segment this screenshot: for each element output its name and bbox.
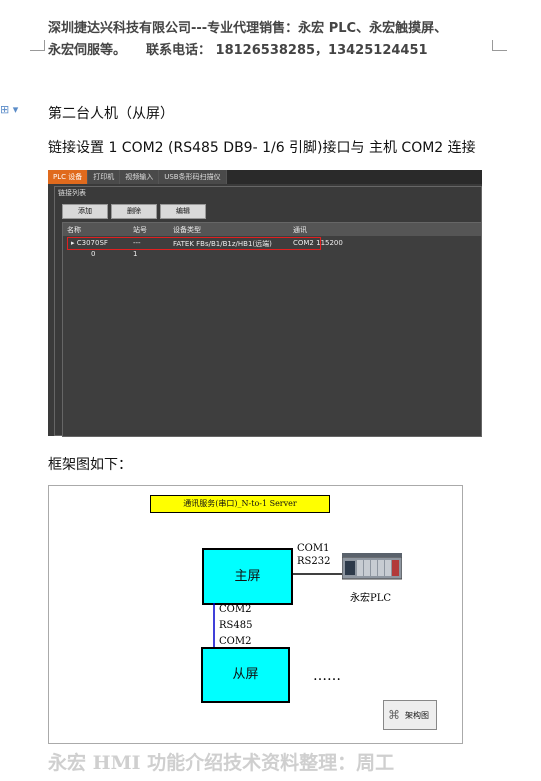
row-device-type: FATEK FBs/B1/B1z/HB1(远端) — [173, 240, 272, 248]
tab-usb-barcode-scanner[interactable]: USB条形码扫描仪 — [159, 170, 227, 184]
row-device-name: C3070SF — [76, 239, 108, 247]
plc-device-icon — [342, 553, 402, 580]
row-communication: COM2 115200 — [293, 239, 343, 247]
architecture-button-label: 架构图 — [405, 711, 429, 720]
header-line2: 永宏伺服等。 联系电话： 18126538285，13425124451 — [48, 40, 503, 62]
com2-top-label: COM2 — [219, 604, 252, 615]
main-screen-box: 主屏 — [202, 548, 293, 605]
header-contact: 联系电话： 18126538285，13425124451 — [146, 43, 428, 58]
subrow-name[interactable]: 0 — [91, 250, 96, 258]
document-header: 深圳捷达兴科技有限公司---专业代理销售：永宏 PLC、永宏触摸屏、 永宏伺服等… — [48, 18, 503, 62]
delete-button[interactable]: 删除 — [111, 204, 157, 219]
plc-settings-screenshot: PLC 设备 打印机 视频输入 USB条形码扫描仪 链接列表 添加 删除 编辑 … — [48, 170, 482, 437]
link-list-title: 链接列表 — [58, 189, 86, 197]
edit-button[interactable]: 编辑 — [160, 204, 206, 219]
more-devices-ellipsis: …… — [313, 668, 341, 684]
header-company-products: 永宏伺服等。 — [48, 43, 127, 58]
tab-plc-device[interactable]: PLC 设备 — [48, 170, 89, 184]
link-setting-text: 链接设置 1 COM2 (RS485 DB9- 1/6 引脚)接口与 主机 CO… — [48, 140, 476, 156]
slave-screen-box: 从屏 — [201, 647, 290, 703]
com2-bottom-label: COM2 — [219, 636, 252, 647]
diagram-connectors — [213, 573, 343, 647]
layout-options-icon[interactable]: ⊞ ▾ — [0, 103, 19, 116]
rs232-label: RS232 — [297, 556, 331, 567]
selection-highlight — [67, 237, 321, 250]
tab-video-input[interactable]: 视频输入 — [120, 170, 160, 184]
column-name: 名称 — [67, 226, 81, 234]
header-line1: 深圳捷达兴科技有限公司---专业代理销售：永宏 PLC、永宏触摸屏、 — [48, 21, 448, 36]
diagram-title: 通讯服务(串口)_N-to-1 Server — [150, 495, 330, 513]
column-device-type: 设备类型 — [173, 226, 201, 234]
tab-printer[interactable]: 打印机 — [88, 170, 121, 184]
subrow-station: 1 — [133, 250, 138, 258]
margin-corner-mark-left — [30, 40, 45, 51]
table-header — [63, 223, 481, 236]
link-list-table: 名称 站号 设备类型 通讯 ▸ C3070SF --- FATEK FBs/B1… — [62, 222, 482, 437]
settings-tabs: PLC 设备 打印机 视频输入 USB条形码扫描仪 — [48, 170, 482, 184]
com1-label: COM1 — [297, 543, 330, 554]
column-communication: 通讯 — [293, 226, 307, 234]
table-row-name[interactable]: ▸ C3070SF — [71, 239, 108, 247]
section-heading: 第二台人机（从屏） — [48, 106, 174, 122]
architecture-diagram: 通讯服务(串口)_N-to-1 Server 主屏 从屏 COM1 RS232 … — [48, 485, 463, 744]
document-footer: 永宏 HMI 功能介绍技术资料整理：周工 — [48, 752, 395, 774]
margin-corner-mark-right — [492, 40, 507, 51]
architecture-button[interactable]: ⌘ 架构图 — [383, 700, 437, 730]
row-station: --- — [133, 239, 141, 247]
rs485-label: RS485 — [219, 620, 253, 631]
plc-label: 永宏PLC — [350, 593, 392, 604]
add-button[interactable]: 添加 — [62, 204, 108, 219]
hierarchy-icon: ⌘ — [388, 708, 400, 722]
column-station: 站号 — [133, 226, 147, 234]
frame-caption: 框架图如下： — [48, 457, 132, 473]
